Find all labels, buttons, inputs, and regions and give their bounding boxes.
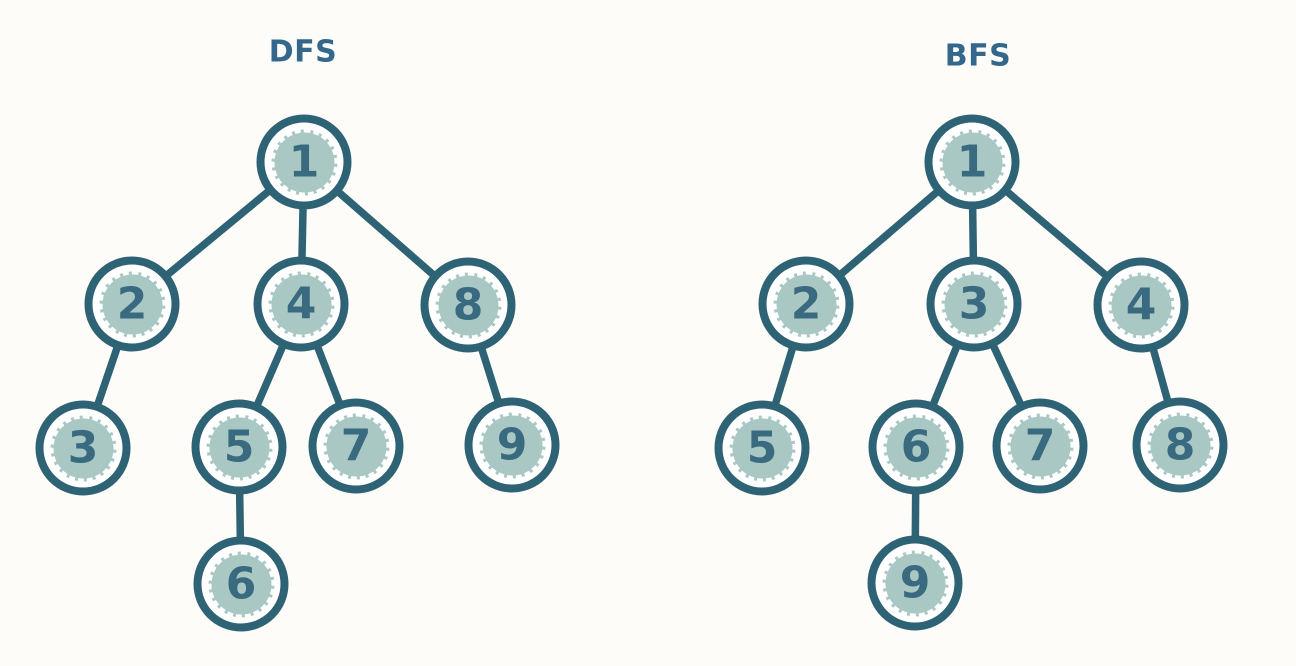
- tree-node-label: 2: [790, 278, 822, 329]
- bfs-tree-node-9: 9: [867, 535, 963, 631]
- tree-node-fill: 9: [479, 412, 545, 478]
- tree-node-label: 4: [1125, 279, 1157, 330]
- dfs-tree-node-7: 7: [308, 398, 404, 494]
- tree-node-fill: 4: [268, 271, 334, 337]
- tree-node-label: 3: [67, 422, 99, 473]
- tree-node-label: 1: [288, 136, 320, 187]
- tree-node-fill: 2: [773, 271, 839, 337]
- dfs-tree-node-3: 3: [35, 400, 131, 496]
- tree-node-label: 7: [1024, 420, 1056, 471]
- bfs-tree-node-2: 2: [758, 256, 854, 352]
- tree-node-label: 3: [958, 278, 990, 329]
- tree-node-fill: 1: [939, 129, 1005, 195]
- bfs-tree-node-6: 6: [868, 399, 964, 495]
- tree-node-label: 8: [452, 279, 484, 330]
- dfs-title: DFS: [268, 34, 338, 70]
- bfs-tree-node-1: 1: [924, 114, 1020, 210]
- tree-node-fill: 7: [323, 413, 389, 479]
- dfs-tree-node-4: 4: [253, 256, 349, 352]
- tree-node-label: 6: [225, 558, 257, 609]
- tree-node-fill: 4: [1108, 272, 1174, 338]
- tree-node-fill: 8: [1147, 412, 1213, 478]
- dfs-tree-node-2: 2: [84, 256, 180, 352]
- bfs-title: BFS: [944, 38, 1012, 74]
- tree-node-label: 8: [1164, 419, 1196, 470]
- tree-node-label: 5: [223, 421, 255, 472]
- dfs-tree-node-9: 9: [464, 397, 560, 493]
- dfs-tree-node-5: 5: [191, 399, 287, 495]
- tree-node-fill: 3: [50, 415, 116, 481]
- tree-node-fill: 1: [271, 129, 337, 195]
- bfs-tree-node-4: 4: [1093, 257, 1189, 353]
- tree-node-label: 9: [496, 419, 528, 470]
- tree-node-fill: 2: [99, 271, 165, 337]
- bfs-tree-node-7: 7: [992, 398, 1088, 494]
- tree-node-fill: 5: [206, 414, 272, 480]
- tree-node-label: 7: [340, 420, 372, 471]
- tree-node-label: 1: [956, 136, 988, 187]
- bfs-tree-node-8: 8: [1132, 397, 1228, 493]
- tree-node-label: 9: [899, 557, 931, 608]
- tree-node-fill: 6: [883, 414, 949, 480]
- bfs-tree-node-3: 3: [926, 256, 1022, 352]
- tree-node-label: 2: [116, 278, 148, 329]
- tree-node-fill: 6: [208, 551, 274, 617]
- dfs-tree-node-6: 6: [193, 536, 289, 632]
- bfs-tree-node-5: 5: [714, 400, 810, 496]
- tree-node-fill: 7: [1007, 413, 1073, 479]
- dfs-tree-node-1: 1: [256, 114, 352, 210]
- tree-node-label: 4: [285, 278, 317, 329]
- tree-node-fill: 3: [941, 271, 1007, 337]
- tree-node-label: 6: [900, 421, 932, 472]
- tree-node-fill: 5: [729, 415, 795, 481]
- dfs-tree-node-8: 8: [420, 257, 516, 353]
- tree-node-fill: 9: [882, 550, 948, 616]
- tree-node-fill: 8: [435, 272, 501, 338]
- tree-node-label: 5: [746, 422, 778, 473]
